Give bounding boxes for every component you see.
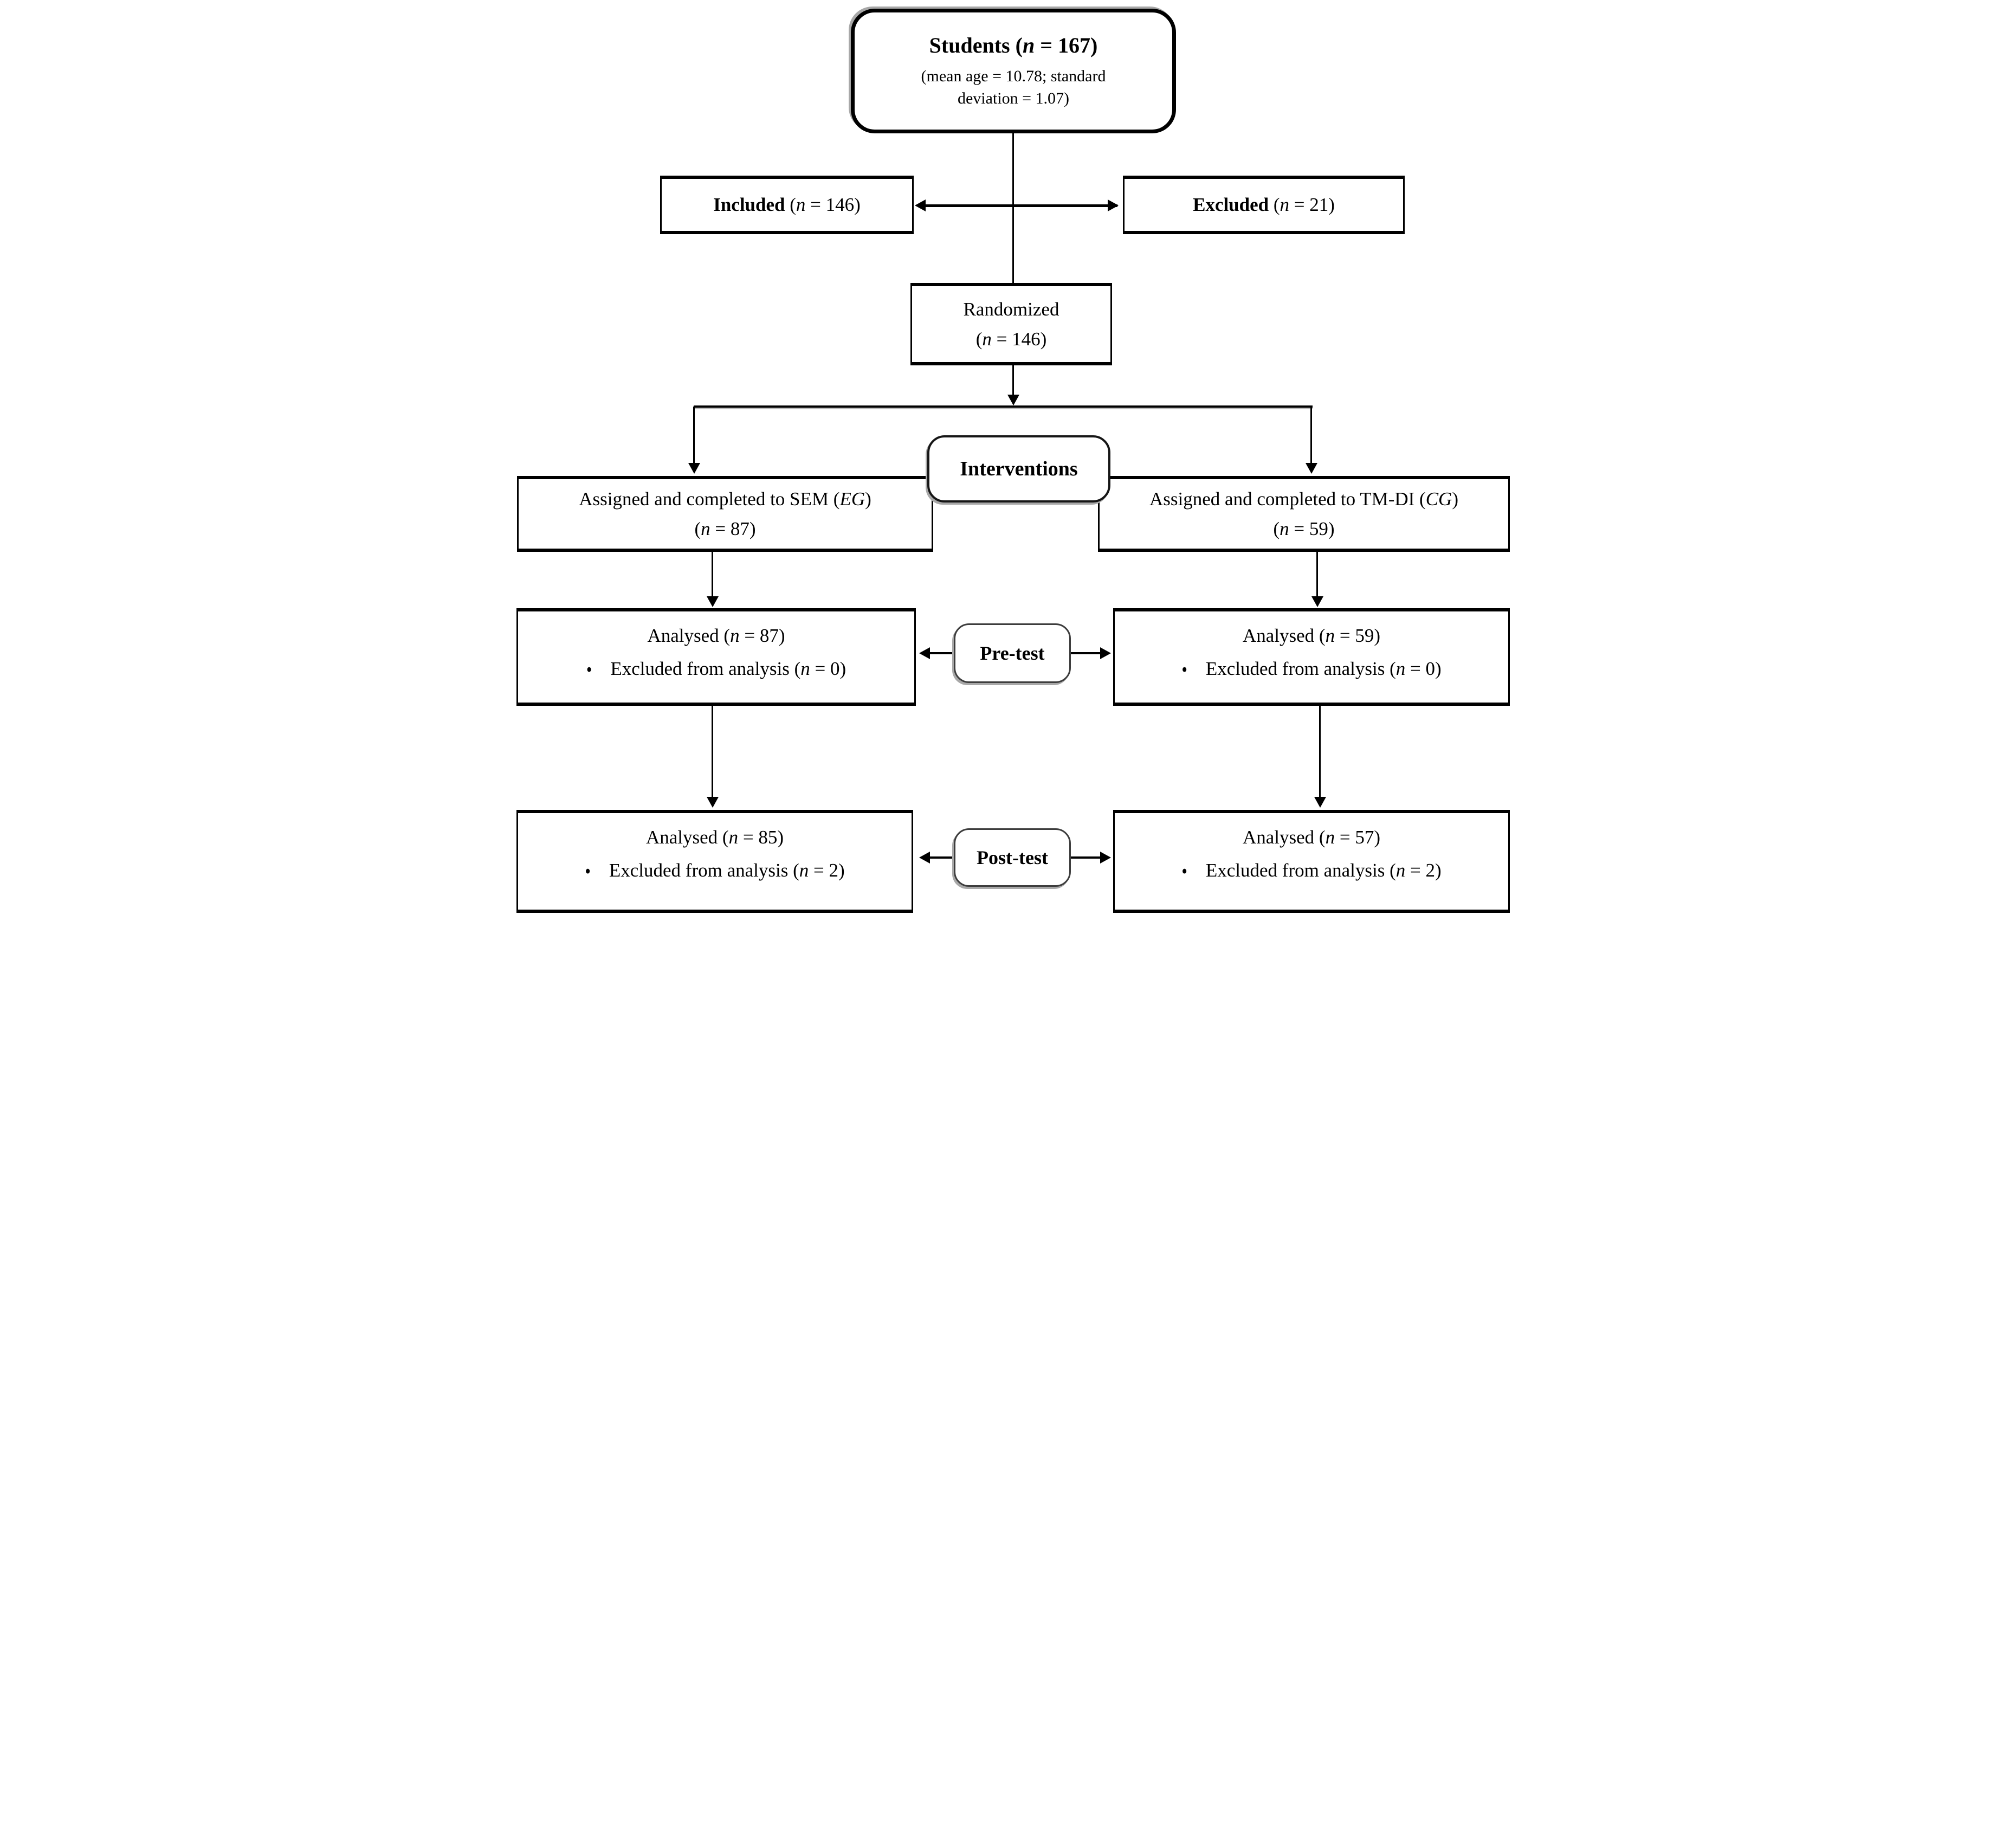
arrow-pretest-right-line (1071, 652, 1102, 654)
node-students: Students (n = 167) (mean age = 10.78; st… (851, 9, 1176, 133)
students-subtitle-line2: deviation = 1.07) (957, 89, 1070, 107)
posttest-sem-bullet-row: • Excluded from analysis (n = 2) (585, 859, 845, 883)
badge-pretest: Pre-test (954, 623, 1071, 683)
students-subtitle-line1: (mean age = 10.78; standard (921, 67, 1106, 85)
node-included: Included (n = 146) (660, 176, 914, 234)
node-posttest-tmdi: Analysed (n = 57) • Excluded from analys… (1113, 810, 1510, 913)
bullet-icon: • (585, 860, 591, 883)
arrowhead-into-assigned-tmdi (1306, 463, 1317, 474)
connector-assigned-sem-pretest (712, 552, 713, 597)
pretest-sem-line1: Analysed (n = 87) (647, 625, 785, 646)
pretest-tmdi-bullet-row: • Excluded from analysis (n = 0) (1181, 658, 1442, 681)
pretest-tmdi-bullet-text: Excluded from analysis (n = 0) (1205, 658, 1442, 680)
randomized-line2: (n = 146) (975, 328, 1047, 350)
included-label-bold: Included (713, 194, 785, 216)
node-assigned-tmdi: Assigned and completed to TM-DI (CG) (n … (1098, 476, 1510, 552)
arrowhead-into-assigned-sem (688, 463, 700, 474)
randomized-line1: Randomized (963, 298, 1059, 320)
arrowhead-into-posttest-tmdi (1314, 797, 1326, 808)
excluded-label: Excluded (n = 21) (1193, 194, 1335, 216)
included-label-rest: (n = 146) (785, 194, 861, 216)
connector-branch-to-tmdi (1310, 407, 1312, 464)
node-pretest-sem: Analysed (n = 87) • Excluded from analys… (516, 608, 916, 706)
excluded-label-bold: Excluded (1193, 194, 1269, 216)
node-excluded: Excluded (n = 21) (1123, 176, 1405, 234)
branch-line (694, 405, 1313, 408)
posttest-sem-line1: Analysed (n = 85) (645, 827, 784, 848)
posttest-sem-bullet-text: Excluded from analysis (n = 2) (609, 860, 845, 881)
bullet-icon: • (1181, 860, 1187, 883)
connector-branch-to-sem (693, 407, 695, 464)
arrowhead-posttest-to-tmdi (1100, 852, 1111, 864)
arrowhead-pretest-to-sem (919, 647, 930, 659)
posttest-tmdi-bullet-text: Excluded from analysis (n = 2) (1205, 860, 1442, 881)
connector-students-randomized (1012, 133, 1014, 283)
node-pretest-tmdi: Analysed (n = 59) • Excluded from analys… (1113, 608, 1510, 706)
students-title: Students (n = 167) (929, 33, 1098, 57)
arrowhead-to-included (915, 199, 926, 211)
badge-interventions: Interventions (927, 435, 1110, 503)
assigned-sem-line1: Assigned and completed to SEM (EG) (579, 488, 871, 510)
arrow-posttest-left-line (930, 856, 954, 859)
posttest-label: Post-test (977, 847, 1048, 868)
pretest-label: Pre-test (980, 642, 1045, 664)
posttest-tmdi-bullet-row: • Excluded from analysis (n = 2) (1181, 859, 1442, 883)
included-label: Included (n = 146) (713, 194, 861, 216)
arrowhead-into-pretest-tmdi (1311, 596, 1323, 607)
posttest-tmdi-line1: Analysed (n = 57) (1242, 827, 1380, 848)
connector-pretest-posttest-tmdi (1319, 706, 1321, 798)
arrowhead-into-posttest-sem (707, 797, 719, 808)
arrowhead-to-excluded (1108, 199, 1119, 211)
arrowhead-randomized-branch (1007, 395, 1019, 405)
node-posttest-sem: Analysed (n = 85) • Excluded from analys… (516, 810, 913, 913)
node-assigned-sem: Assigned and completed to SEM (EG) (n = … (517, 476, 933, 552)
interventions-label: Interventions (960, 458, 1078, 480)
excluded-label-rest: (n = 21) (1269, 194, 1335, 216)
pretest-sem-bullet-row: • Excluded from analysis (n = 0) (586, 658, 847, 681)
bullet-icon: • (586, 659, 592, 681)
badge-posttest: Post-test (954, 828, 1071, 887)
connector-pretest-posttest-sem (712, 706, 713, 798)
assigned-tmdi-line1: Assigned and completed to TM-DI (CG) (1149, 488, 1458, 510)
assigned-sem-line2: (n = 87) (694, 518, 756, 539)
arrow-posttest-right-line (1071, 856, 1102, 859)
assigned-tmdi-line2: (n = 59) (1273, 518, 1335, 539)
node-randomized: Randomized (n = 146) (910, 283, 1112, 365)
arrowhead-posttest-to-sem (919, 852, 930, 864)
pretest-sem-bullet-text: Excluded from analysis (n = 0) (610, 658, 847, 680)
connector-assigned-tmdi-pretest (1316, 552, 1318, 597)
connector-randomized-branch (1012, 365, 1014, 396)
pretest-tmdi-line1: Analysed (n = 59) (1242, 625, 1380, 646)
arrow-pretest-left-line (930, 652, 954, 654)
arrowhead-pretest-to-tmdi (1100, 647, 1111, 659)
arrow-included-excluded-line (920, 204, 1117, 207)
flow-diagram: Students (n = 167) (mean age = 10.78; st… (504, 0, 1512, 918)
bullet-icon: • (1181, 659, 1187, 681)
arrowhead-into-pretest-sem (707, 596, 719, 607)
